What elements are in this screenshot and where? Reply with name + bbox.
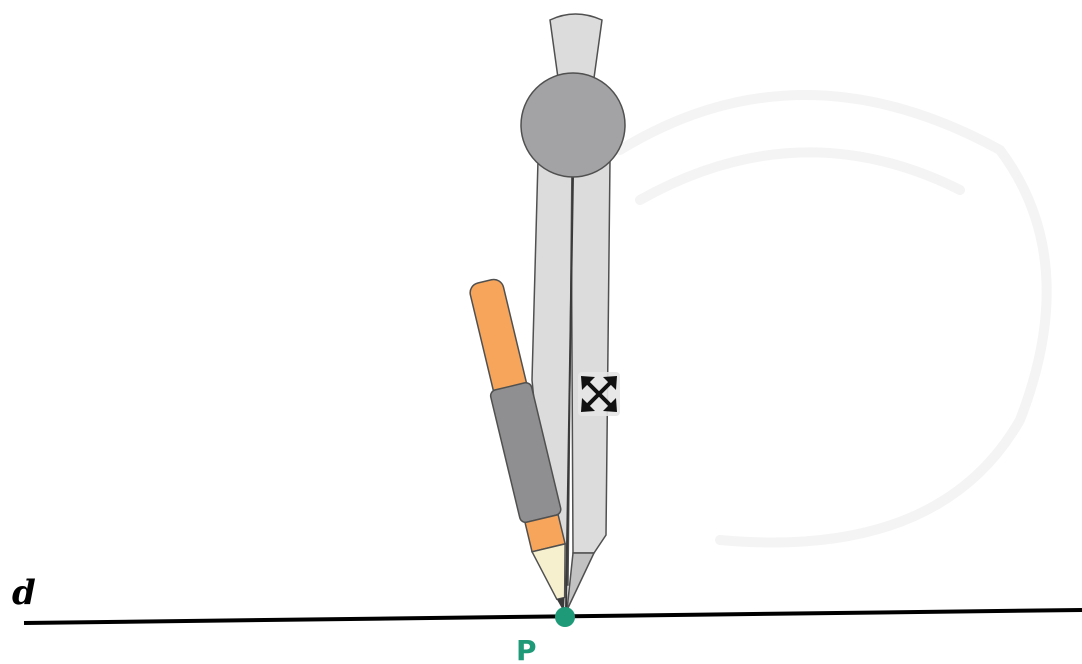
move-arrows-icon[interactable] (578, 372, 620, 416)
point-p-label: P (516, 634, 537, 664)
line-d-label: d (12, 573, 36, 613)
compass-seam (565, 174, 574, 611)
compass-needle-tip (566, 552, 596, 611)
compass-hinge[interactable] (520, 72, 626, 178)
line-d (23, 608, 1082, 625)
compass-needle-leg[interactable] (570, 159, 611, 554)
pencil (469, 278, 567, 612)
compass-handle[interactable] (549, 13, 603, 79)
point-p[interactable] (555, 607, 575, 627)
ghost-arc-trace (615, 90, 1052, 548)
